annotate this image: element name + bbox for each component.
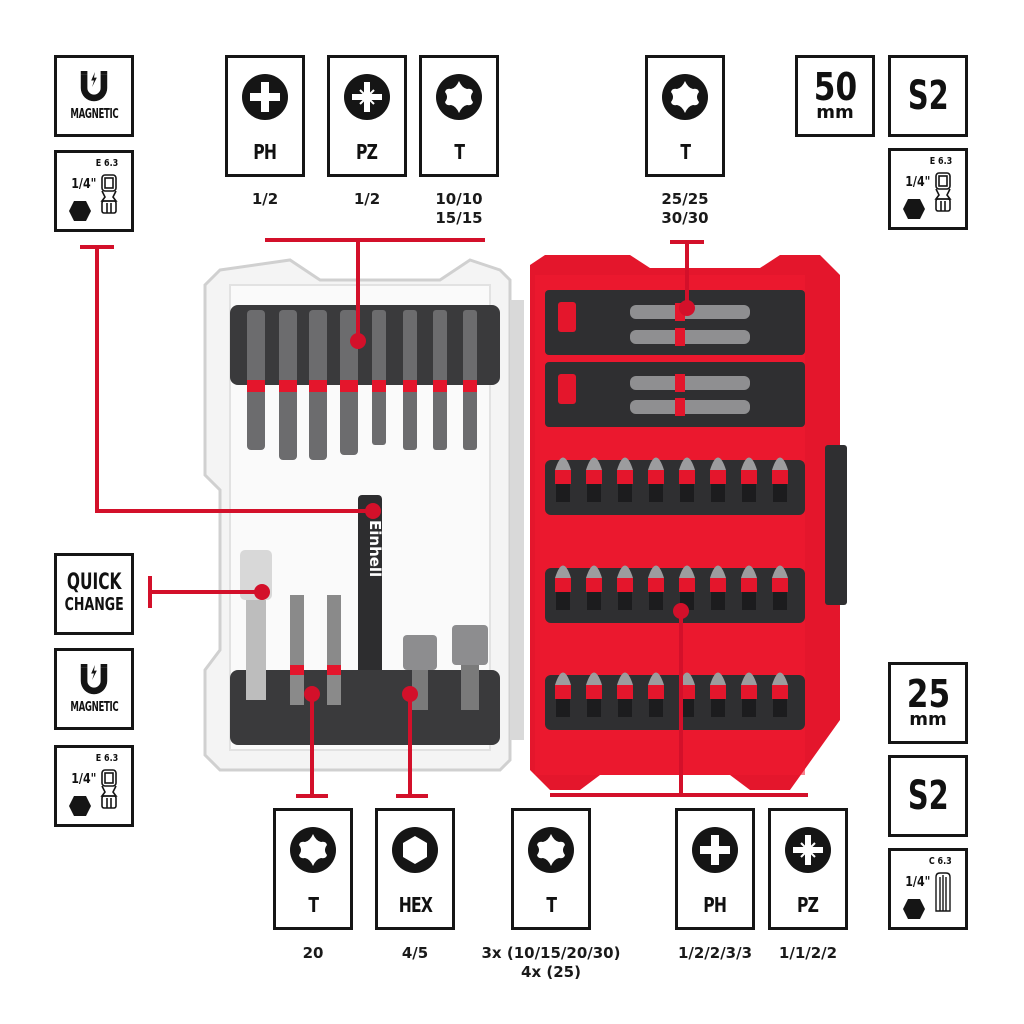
e-shank-icon — [933, 171, 953, 213]
bit-code: T — [308, 893, 319, 917]
shank-badge-top-right: E 6.3 1/4" — [888, 148, 968, 230]
shank-badge-right: C 6.3 1/4" — [888, 848, 968, 930]
magnetic-label: MAGNETIC — [70, 106, 118, 122]
torx-icon — [660, 72, 710, 122]
bit-code: PZ — [356, 140, 378, 164]
insert-top-left — [230, 305, 500, 460]
shank-size: 1/4" — [905, 175, 931, 190]
callout-quick-arm — [148, 590, 264, 594]
bit-sizes-torx-long: 25/25 30/30 — [661, 190, 709, 227]
callout-magnetic-stem — [95, 245, 99, 513]
callout-long-bits-dot — [679, 300, 695, 316]
callout-hex-cap — [396, 794, 428, 798]
hex-shank-icon — [69, 201, 91, 221]
callout-top-bits-bar — [265, 238, 485, 242]
bit-code: PH — [253, 140, 278, 164]
bit-code: T — [454, 140, 465, 164]
length-unit: mm — [909, 709, 947, 730]
torx-icon — [288, 825, 338, 875]
length-badge-25mm: 25 mm — [888, 662, 968, 744]
pozidriv-icon — [342, 72, 392, 122]
bit-sizes-torx-short: 3x (10/15/20/30) 4x (25) — [481, 944, 621, 981]
bit-code: HEX — [398, 893, 432, 917]
length-badge-50mm: 50 mm — [795, 55, 875, 137]
bit-type-pz-top: PZ — [327, 55, 407, 177]
red-case-body — [530, 255, 840, 790]
hinge — [510, 300, 524, 740]
torx-icon — [434, 72, 484, 122]
e-shank-icon — [99, 768, 119, 810]
callout-magnetic-arm — [95, 509, 375, 513]
bit-type-torx-top: T — [419, 55, 499, 177]
material-badge-s2-right: S2 — [888, 755, 968, 837]
bit-type-ph-top: PH — [225, 55, 305, 177]
callout-short-bits-stem — [679, 611, 683, 795]
bit-sizes-ph-short: 1/2/2/3/3 — [677, 944, 753, 962]
callout-t20-stem — [310, 694, 314, 796]
bit-sizes-torx-20: 20 — [302, 944, 324, 962]
bit-case-illustration: Einhell — [203, 255, 847, 790]
hex-socket-icon — [390, 825, 440, 875]
bit-type-hex: HEX — [375, 808, 455, 930]
quick-change-badge: QUICK CHANGE — [54, 553, 134, 635]
shank-standard: E 6.3 — [95, 753, 119, 764]
magnet-icon — [75, 664, 113, 698]
callout-top-bits-stem — [356, 238, 360, 342]
brand-logo: Einhell — [366, 520, 384, 577]
c-shank-icon — [933, 871, 953, 913]
material-label: S2 — [907, 773, 949, 819]
magnet-icon — [75, 71, 113, 105]
length-value: 50 — [813, 65, 857, 109]
callout-short-bits-bar — [550, 793, 808, 797]
shank-size: 1/4" — [905, 875, 931, 890]
e-shank-icon — [99, 173, 119, 215]
shank-size: 1/4" — [71, 177, 97, 192]
bit-type-torx-long: T — [645, 55, 725, 177]
shank-standard: E 6.3 — [95, 158, 119, 169]
material-badge-s2-top: S2 — [888, 55, 968, 137]
bit-type-pz-short: PZ — [768, 808, 848, 930]
shank-badge-top-left: E 6.3 1/4" — [54, 150, 134, 232]
shank-standard: C 6.3 — [929, 856, 953, 867]
length-unit: mm — [816, 102, 854, 123]
bit-type-torx-short: T — [511, 808, 591, 930]
short-bit-rows — [555, 457, 788, 717]
bit-type-ph-short: PH — [675, 808, 755, 930]
material-label: S2 — [907, 73, 949, 119]
torx-icon — [526, 825, 576, 875]
bit-sizes-hex: 4/5 — [401, 944, 429, 962]
shank-badge-left: E 6.3 1/4" — [54, 745, 134, 827]
callout-t20-cap — [296, 794, 328, 798]
length-value: 25 — [906, 672, 950, 716]
callout-hex-stem — [408, 694, 412, 796]
belt-clip — [825, 445, 847, 605]
hex-shank-icon — [903, 199, 925, 219]
insert-bottom-left — [230, 550, 500, 745]
shank-standard: E 6.3 — [929, 156, 953, 167]
bit-code: PH — [703, 893, 728, 917]
bit-type-torx-20: T — [273, 808, 353, 930]
magnetic-badge-top: MAGNETIC — [54, 55, 134, 137]
callout-magnetic-dot — [365, 503, 381, 519]
phillips-icon — [240, 72, 290, 122]
callout-long-bits-stem — [685, 240, 689, 306]
magnetic-badge-left: MAGNETIC — [54, 648, 134, 730]
shank-size: 1/4" — [71, 772, 97, 787]
quick-change-line2: CHANGE — [64, 594, 124, 615]
bit-sizes-pz-short: 1/1/2/2 — [778, 944, 838, 962]
pozidriv-icon — [783, 825, 833, 875]
phillips-icon — [690, 825, 740, 875]
hex-shank-icon — [69, 796, 91, 816]
hex-shank-icon — [903, 899, 925, 919]
callout-quick-dot — [254, 584, 270, 600]
quick-change-line1: QUICK — [66, 570, 122, 595]
bit-sizes-pz-top: 1/2 — [353, 190, 381, 208]
magnetic-label: MAGNETIC — [70, 699, 118, 715]
bit-code: T — [546, 893, 557, 917]
callout-top-bits-dot — [350, 333, 366, 349]
bit-code: T — [680, 140, 691, 164]
bit-sizes-ph-top: 1/2 — [251, 190, 279, 208]
bit-code: PZ — [797, 893, 819, 917]
bit-sizes-torx-top: 10/10 15/15 — [435, 190, 483, 227]
